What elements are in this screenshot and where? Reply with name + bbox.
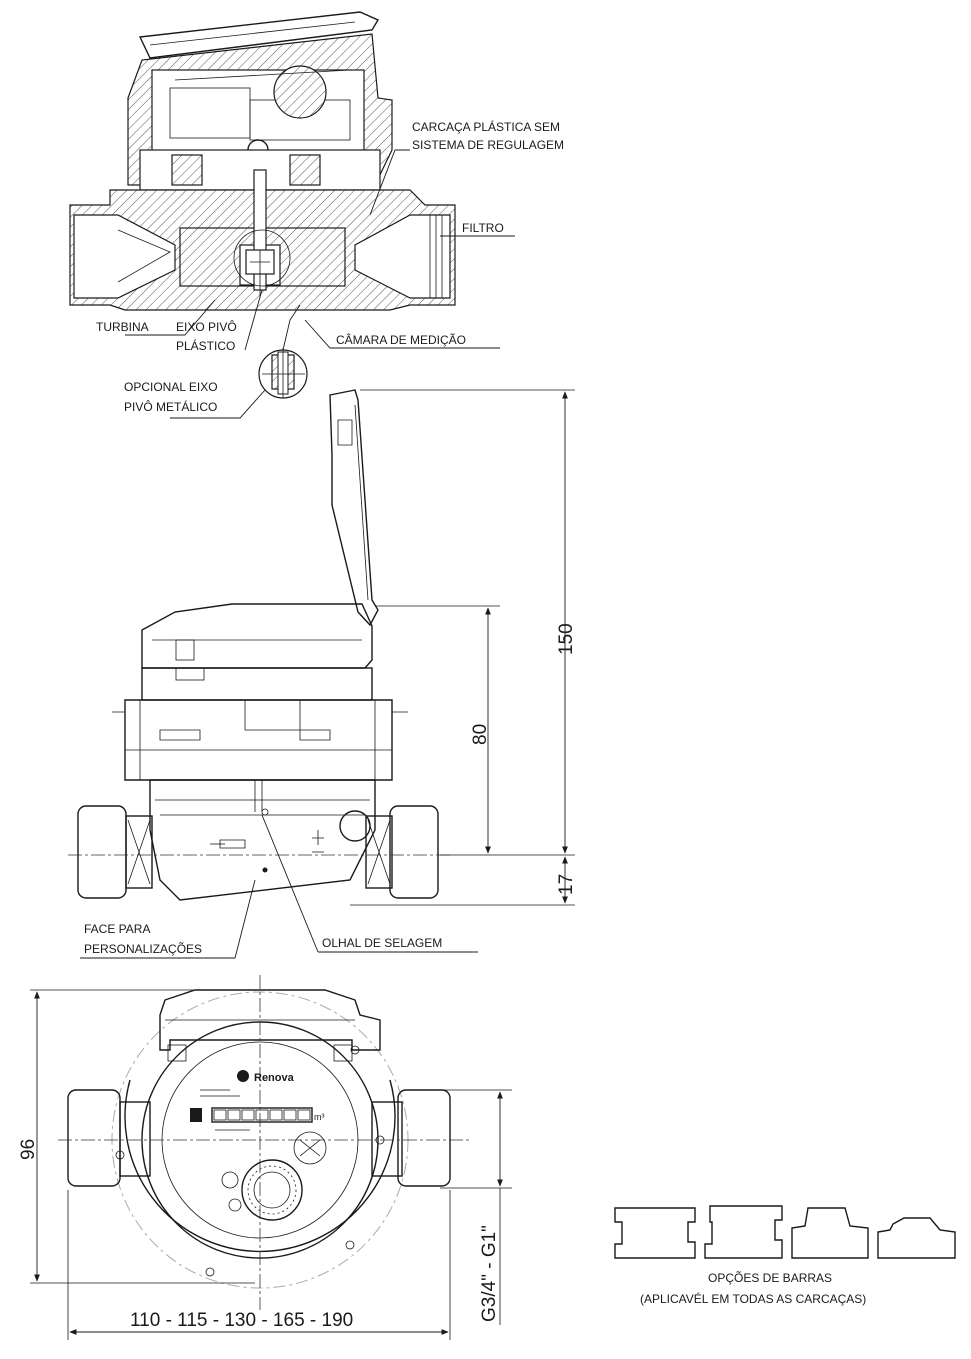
dim-width: 96 (18, 1139, 39, 1160)
label-chamber: CÂMARA DE MEDIÇÃO (336, 332, 466, 347)
brand-label: Renova (254, 1072, 295, 1084)
label-optional-line2: PIVÔ METÁLICO (124, 399, 217, 414)
side-view: 150 80 17 FACE PARA PERSONALIZAÇÕES OLHA… (68, 389, 577, 959)
bar-option-2 (704, 1205, 783, 1259)
label-housing-line1: CARCAÇA PLÁSTICA SEM (412, 119, 560, 134)
dim-total-height: 150 (556, 623, 577, 655)
label-turbine: TURBINA (96, 320, 149, 334)
bars-caption-line2: (APLICAVÉL EM TODAS AS CARCAÇAS) (640, 1291, 866, 1306)
bar-option-1 (614, 1207, 696, 1259)
label-face-line2: PERSONALIZAÇÕES (84, 941, 202, 956)
unit-label: m³ (314, 1112, 325, 1122)
top-view: Renova m³ 96 110 (18, 975, 512, 1340)
bar-option-4 (877, 1217, 956, 1259)
bar-option-3 (791, 1207, 869, 1259)
dim-body-height: 80 (470, 724, 491, 745)
label-pivot-line1: EIXO PIVÔ (176, 319, 237, 334)
label-face-line1: FACE PARA (84, 922, 150, 936)
label-optional-line1: OPCIONAL EIXO (124, 380, 218, 394)
dim-axis-height: 17 (556, 874, 577, 895)
bars-caption-line1: OPÇÕES DE BARRAS (708, 1270, 832, 1285)
label-seal-eye: OLHAL DE SELAGEM (322, 936, 442, 950)
label-pivot-line2: PLÁSTICO (176, 338, 235, 353)
label-filter: FILTRO (462, 221, 504, 235)
bar-options: OPÇÕES DE BARRAS (APLICAVÉL EM TODAS AS … (614, 1205, 956, 1306)
section-view: CARCAÇA PLÁSTICA SEM SISTEMA DE REGULAGE… (69, 11, 564, 419)
odometer-digits (213, 1109, 311, 1121)
label-housing-line2: SISTEMA DE REGULAGEM (412, 138, 564, 152)
dim-lengths: 110 - 115 - 130 - 165 - 190 (130, 1310, 353, 1331)
dim-thread: G3/4" - G1" (479, 1225, 500, 1322)
